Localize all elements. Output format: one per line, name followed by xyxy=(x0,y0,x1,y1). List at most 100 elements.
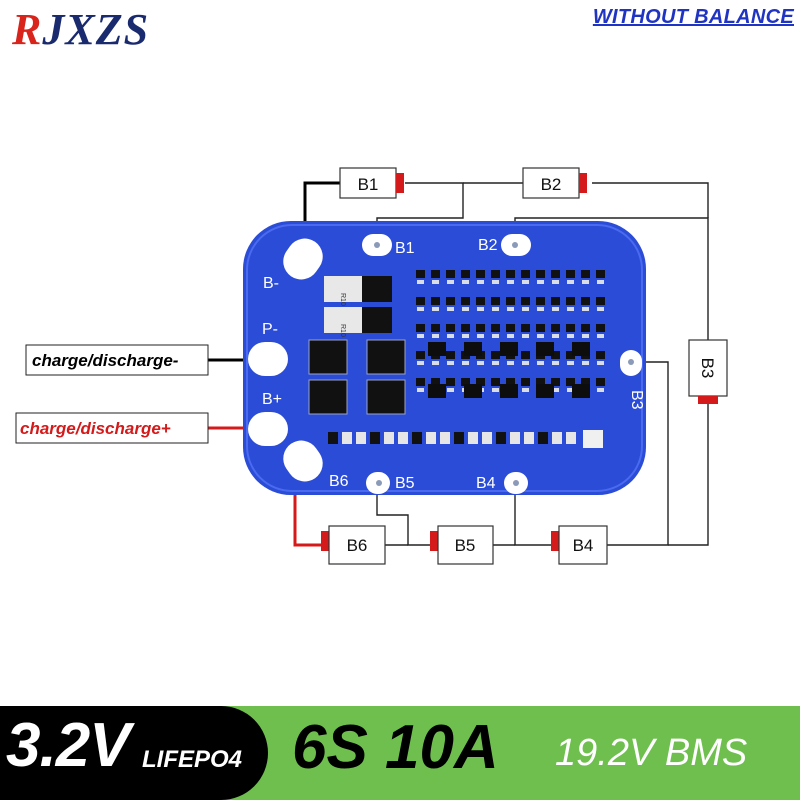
strip-resistor xyxy=(356,432,366,444)
smd-chip xyxy=(431,270,440,278)
brand-letter-r: R xyxy=(12,5,43,54)
smd-resistor xyxy=(492,361,499,365)
smd-resistor xyxy=(582,307,589,311)
smd-chip xyxy=(416,324,425,332)
smd-resistor xyxy=(417,280,424,284)
smd-chip xyxy=(566,351,575,359)
smd-resistor xyxy=(462,334,469,338)
pad-label-b3: B3 xyxy=(628,390,645,410)
cell-label-b1: B1 xyxy=(358,175,379,194)
smd-chip xyxy=(521,324,530,332)
cell-label-b6: B6 xyxy=(347,536,368,555)
smd-chip xyxy=(491,351,500,359)
smd-resistor xyxy=(597,307,604,311)
smd-resistor xyxy=(522,280,529,284)
ic-package xyxy=(500,342,518,356)
smd-chip xyxy=(506,378,515,386)
smd-resistor xyxy=(552,388,559,392)
smd-chip xyxy=(551,378,560,386)
label-charge-minus: charge/discharge- xyxy=(25,344,209,376)
smd-resistor xyxy=(417,361,424,365)
smd-resistor xyxy=(552,307,559,311)
smd-resistor xyxy=(567,280,574,284)
ic-package xyxy=(428,342,446,356)
resistor-label: R10 xyxy=(339,324,346,337)
smd-chip xyxy=(506,297,515,305)
smd-resistor xyxy=(567,388,574,392)
smd-chip xyxy=(566,324,575,332)
smd-chip xyxy=(431,324,440,332)
cell-b1: B1 xyxy=(339,167,404,199)
smd-resistor xyxy=(432,280,439,284)
cell-b5: B5 xyxy=(430,525,494,565)
smd-chip xyxy=(446,270,455,278)
smd-chip xyxy=(596,297,605,305)
smd-chip xyxy=(461,324,470,332)
label-charge-plus: charge/discharge+ xyxy=(15,412,209,444)
cell-b3: B3 xyxy=(688,339,728,404)
smd-chip xyxy=(566,297,575,305)
strip-resistor xyxy=(342,432,352,444)
smd-resistor xyxy=(597,280,604,284)
strip-resistor xyxy=(482,432,492,444)
smd-chip xyxy=(551,270,560,278)
smd-chip xyxy=(491,270,500,278)
smd-resistor xyxy=(492,307,499,311)
cell-label-b5: B5 xyxy=(455,536,476,555)
strip-resistor xyxy=(510,432,520,444)
smd-resistor xyxy=(477,280,484,284)
smd-resistor xyxy=(417,307,424,311)
brand-letters: JXZS xyxy=(42,5,150,54)
smd-resistor xyxy=(567,307,574,311)
smd-chip xyxy=(491,324,500,332)
pcb-board: B- P- B+ B6 B5 B4 B1 B2 B3 R10 R10 xyxy=(243,221,646,495)
strip-resistor xyxy=(524,432,534,444)
smd-resistor xyxy=(447,280,454,284)
smd-chip xyxy=(476,378,485,386)
smd-resistor xyxy=(432,361,439,365)
smd-resistor xyxy=(507,307,514,311)
smd-resistor xyxy=(582,361,589,365)
smd-chip xyxy=(476,324,485,332)
smd-chip xyxy=(476,270,485,278)
strip-resistor xyxy=(398,432,408,444)
strip-resistor xyxy=(412,432,422,444)
smd-chip xyxy=(536,324,545,332)
smd-chip xyxy=(596,351,605,359)
smd-chip xyxy=(506,324,515,332)
smd-chip xyxy=(551,297,560,305)
smd-resistor xyxy=(567,361,574,365)
smd-chip xyxy=(416,297,425,305)
smd-resistor xyxy=(522,307,529,311)
spec-banner: 3.2V LIFEPO4 6S 10A 19.2V BMS xyxy=(0,706,800,800)
smd-resistor xyxy=(447,361,454,365)
smd-chip xyxy=(566,270,575,278)
smd-resistor xyxy=(447,334,454,338)
smd-resistor xyxy=(432,307,439,311)
smd-chip xyxy=(461,378,470,386)
smd-chip xyxy=(521,297,530,305)
cell-label-b2: B2 xyxy=(541,175,562,194)
pad-label-b5: B5 xyxy=(395,475,415,492)
smd-chip xyxy=(416,378,425,386)
smd-chip xyxy=(446,378,455,386)
smd-resistor xyxy=(462,361,469,365)
model-text: 19.2V BMS xyxy=(555,732,748,774)
smd-chip xyxy=(521,270,530,278)
ic-package xyxy=(572,342,590,356)
without-balance-badge: WITHOUT BALANCE xyxy=(592,6,794,28)
smd-resistor xyxy=(522,334,529,338)
smd-resistor xyxy=(492,388,499,392)
smd-chip xyxy=(431,378,440,386)
smd-resistor xyxy=(462,280,469,284)
cell-label-b3: B3 xyxy=(698,358,717,379)
mosfet-chips xyxy=(308,339,406,415)
pad-label-b2: B2 xyxy=(478,237,498,254)
strip-resistor xyxy=(370,432,380,444)
smd-chip xyxy=(551,351,560,359)
smd-resistor xyxy=(537,361,544,365)
smd-resistor xyxy=(552,361,559,365)
smd-resistor xyxy=(552,280,559,284)
smd-chip xyxy=(416,351,425,359)
smd-chip xyxy=(461,297,470,305)
